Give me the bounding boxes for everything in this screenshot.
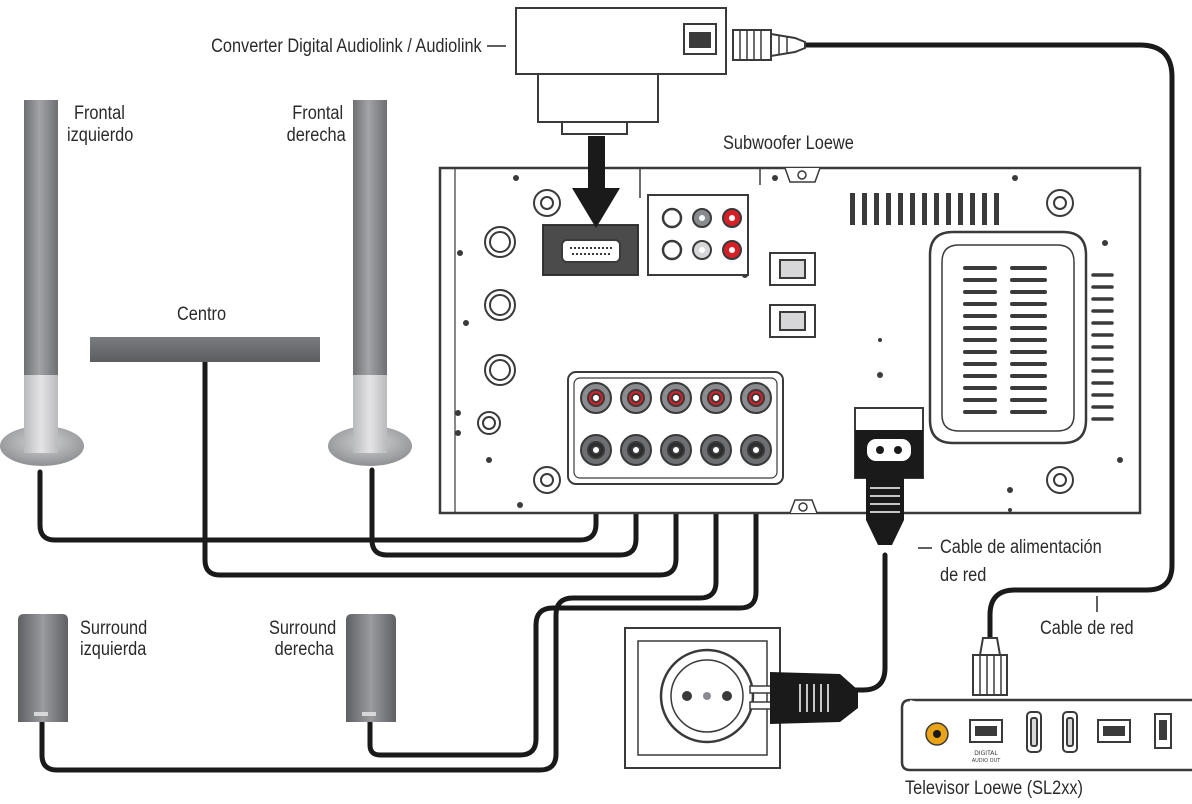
speaker-cables bbox=[37, 359, 759, 773]
tv-rj45-plug bbox=[972, 637, 1008, 696]
wall-outlet bbox=[624, 627, 781, 769]
converter-label: Converter Digital Audiolink / Audiolink bbox=[211, 36, 482, 57]
lan-port[interactable] bbox=[1097, 719, 1131, 743]
audiolink-converter bbox=[515, 7, 727, 228]
front-right-label-line1: Frontal bbox=[292, 103, 343, 124]
heatsink-grille bbox=[928, 230, 1088, 445]
surround-right-speaker bbox=[346, 614, 396, 722]
front-right-speaker bbox=[328, 100, 412, 466]
surround-left-label-line1: Surround bbox=[80, 618, 148, 639]
cable-surround-left bbox=[39, 447, 719, 773]
cable-front-right bbox=[369, 447, 639, 558]
digital-audio-out-port[interactable] bbox=[969, 719, 1003, 743]
control-knob[interactable] bbox=[477, 226, 516, 435]
tv-label: Televisor Loewe (SL2xx) bbox=[905, 778, 1084, 799]
cable-center bbox=[202, 359, 679, 578]
surround-left-label-line2: izquierda bbox=[80, 639, 147, 660]
mains-plug bbox=[749, 672, 858, 724]
front-right-label-line2: derecha bbox=[286, 125, 346, 146]
insert-arrow-icon bbox=[572, 136, 620, 228]
speaker-terminals[interactable] bbox=[567, 371, 784, 485]
network-cable-label: Cable de red bbox=[1040, 618, 1134, 639]
front-left-label-line1: Frontal bbox=[74, 103, 125, 124]
rj45-plug bbox=[732, 29, 806, 61]
subwoofer-panel bbox=[438, 166, 1142, 515]
power-plug-device bbox=[866, 478, 904, 545]
tv-port-caption-2: AUDIO OUT bbox=[972, 758, 1002, 764]
panel-switch[interactable] bbox=[769, 252, 816, 338]
power-cable-label-line2: de red bbox=[940, 565, 987, 586]
tv-connection-panel: DIGITAL AUDIO OUT bbox=[900, 698, 1192, 772]
cable-front-left bbox=[37, 447, 599, 543]
usb-port[interactable] bbox=[1154, 713, 1172, 749]
network-cable bbox=[802, 42, 1175, 643]
digital-audiolink-port[interactable] bbox=[542, 224, 639, 276]
front-left-label-line2: izquierdo bbox=[67, 125, 134, 146]
side-vents bbox=[1091, 273, 1114, 421]
rca-input-block[interactable] bbox=[647, 194, 749, 276]
subwoofer-label: Subwoofer Loewe bbox=[723, 133, 854, 154]
mounting-ring bbox=[533, 189, 1074, 494]
surround-right-label-line1: Surround bbox=[268, 618, 336, 639]
power-socket[interactable] bbox=[854, 407, 924, 479]
power-cable bbox=[852, 552, 888, 693]
tv-port-caption-1: DIGITAL bbox=[974, 750, 998, 757]
center-label: Centro bbox=[177, 304, 227, 325]
surround-left-speaker bbox=[18, 614, 68, 722]
top-vents bbox=[850, 193, 999, 225]
center-speaker bbox=[90, 337, 320, 362]
hdmi-port[interactable] bbox=[1026, 711, 1078, 753]
front-left-speaker bbox=[0, 100, 84, 466]
cable-surround-right bbox=[367, 447, 759, 758]
power-cable-label-line1: Cable de alimentación bbox=[940, 537, 1102, 558]
surround-right-label-line2: derecha bbox=[274, 639, 334, 660]
